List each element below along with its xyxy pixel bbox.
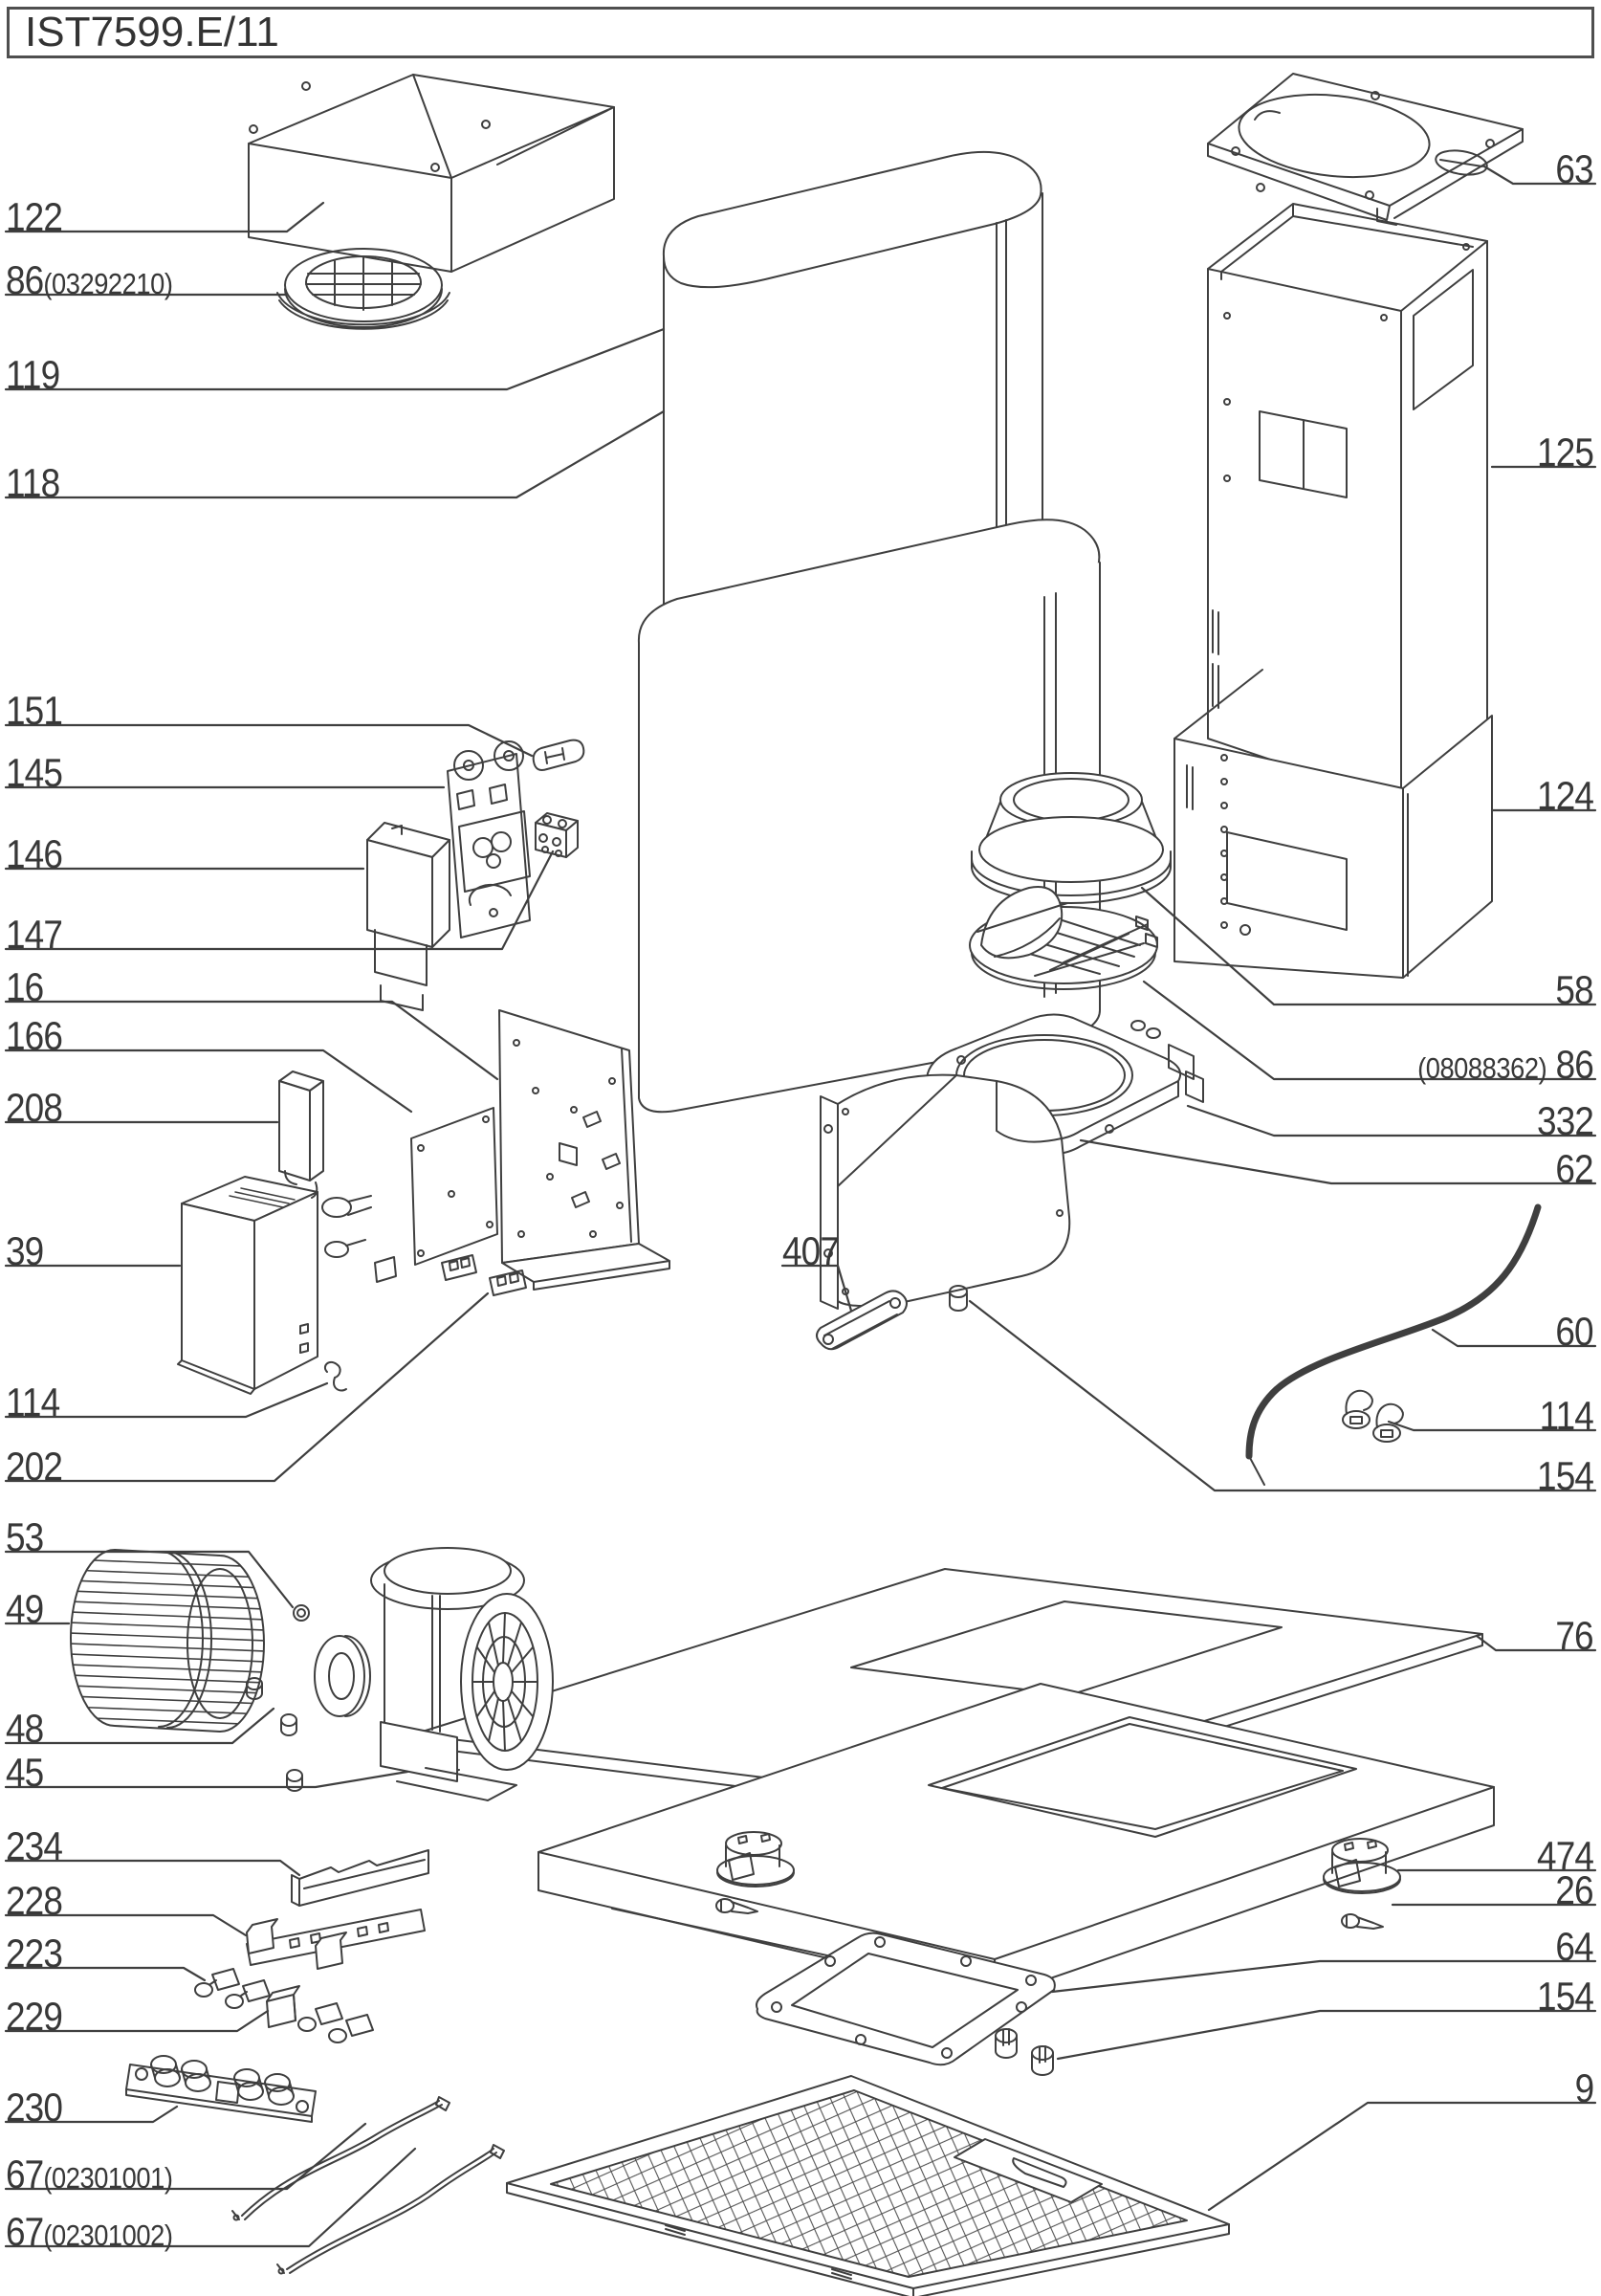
- part-label-45: 45: [6, 1750, 44, 1795]
- part-label-125: 125: [1536, 430, 1594, 475]
- part-63-ceiling-plate: [1207, 73, 1524, 226]
- part-26-screw: [1341, 1913, 1384, 1930]
- part-label-49: 49: [6, 1586, 44, 1631]
- part-label-53: 53: [6, 1514, 44, 1559]
- part-label-114-left: 114: [6, 1380, 60, 1424]
- part-26-screw-left: [715, 1898, 758, 1914]
- part-label-407: 407: [782, 1228, 840, 1273]
- part-9-grease-filter: [506, 2075, 1230, 2296]
- part-147-terminal-block: [535, 812, 579, 858]
- part-label-154-upper: 154: [1536, 1453, 1594, 1498]
- part-label-62: 62: [1555, 1146, 1594, 1191]
- part-122-plenum-box: [248, 74, 615, 273]
- part-166-pcb-plate: [410, 1107, 498, 1266]
- part-label-145: 145: [6, 750, 63, 795]
- part-49-impeller: [70, 1549, 265, 1733]
- part-151-connector: [532, 739, 585, 771]
- part-label-474: 474: [1536, 1833, 1594, 1878]
- part-label-26: 26: [1555, 1867, 1594, 1912]
- part-label-151: 151: [6, 688, 63, 733]
- part-label-58: 58: [1555, 967, 1594, 1012]
- part-relay-blocks: [321, 1195, 397, 1283]
- part-label-234: 234: [6, 1823, 63, 1868]
- part-label-228: 228: [6, 1878, 63, 1923]
- part-230-control-panel: [125, 2055, 317, 2123]
- part-64-gasket-frame: [756, 1932, 1056, 2066]
- part-223-push-buttons: [194, 1968, 271, 2009]
- part-label-39: 39: [6, 1228, 44, 1273]
- part-label-48: 48: [6, 1706, 44, 1751]
- part-229-switch-block: [266, 1985, 374, 2043]
- part-146-capacitor: [366, 822, 450, 1011]
- part-label-122: 122: [6, 194, 63, 239]
- part-124-chimney-lower-section: [1173, 669, 1493, 979]
- part-208-cover: [278, 1071, 324, 1199]
- part-145-switch-module: [447, 740, 531, 938]
- part-label-202: 202: [6, 1444, 63, 1489]
- part-label-208: 208: [6, 1085, 63, 1130]
- part-label-119: 119: [6, 352, 60, 397]
- part-67-cable-2: [276, 2144, 505, 2275]
- part-60-power-cable: [1245, 1203, 1542, 1486]
- part-label-86-03292210: 86(03292210): [6, 257, 173, 302]
- part-label-124: 124: [1536, 773, 1594, 818]
- leader-lines: [4, 165, 1597, 2248]
- part-119-chimney-upper: [662, 150, 1043, 615]
- part-label-60: 60: [1555, 1309, 1594, 1354]
- part-label-76: 76: [1555, 1613, 1594, 1658]
- part-114-cable-clamps: [1342, 1389, 1404, 1443]
- part-114-hook-left: [323, 1360, 347, 1392]
- part-202-connector-blocks: [441, 1254, 527, 1296]
- part-label-223: 223: [6, 1931, 63, 1976]
- part-154-clips: [995, 2028, 1054, 2076]
- part-label-114-right: 114: [1539, 1393, 1594, 1438]
- part-16-mounting-panel: [498, 1009, 670, 1291]
- part-474-push-latch: [1323, 1838, 1401, 1894]
- part-67-cable-1: [231, 2096, 450, 2221]
- part-45-motor: [370, 1547, 554, 1801]
- part-39-electronics-box: [177, 1176, 318, 1395]
- part-label-16: 16: [6, 964, 44, 1009]
- part-58-duct-reducer: [971, 772, 1172, 904]
- part-label-67-02301002: 67(02301002): [6, 2209, 173, 2254]
- sheet-title: IST7599.E/11: [25, 9, 279, 55]
- part-label-332: 332: [1536, 1098, 1594, 1143]
- part-label-229: 229: [6, 1994, 63, 2039]
- part-label-166: 166: [6, 1013, 63, 1058]
- part-86-damper-valve: [969, 886, 1158, 990]
- part-118-chimney-lower: [637, 519, 1101, 1114]
- part-label-146: 146: [6, 831, 63, 876]
- part-474-push-latch-left: [716, 1831, 795, 1888]
- part-125-chimney-upper-section: [1207, 203, 1488, 805]
- part-label-118: 118: [6, 460, 60, 505]
- part-label-154-lower: 154: [1536, 1974, 1594, 2019]
- part-62-blower-housing: [820, 1073, 1071, 1312]
- part-407-bracket: [816, 1290, 908, 1351]
- part-53-nut: [293, 1604, 310, 1622]
- part-label-67-02301001: 67(02301001): [6, 2152, 173, 2197]
- part-86-round-grille: [276, 248, 450, 330]
- part-228-switch-strip: [246, 1909, 426, 1970]
- part-48-grommet-and-fasteners: [246, 1604, 371, 1792]
- part-label-230: 230: [6, 2085, 63, 2130]
- part-label-9: 9: [1574, 2065, 1594, 2110]
- part-label-63: 63: [1555, 146, 1594, 191]
- part-label-64: 64: [1555, 1924, 1594, 1969]
- sheet-title-box: IST7599.E/11: [7, 7, 1594, 58]
- part-234-channel-bracket: [291, 1849, 429, 1907]
- part-label-86-08088362: (08088362) 86: [1417, 1042, 1594, 1087]
- part-label-147: 147: [6, 912, 63, 957]
